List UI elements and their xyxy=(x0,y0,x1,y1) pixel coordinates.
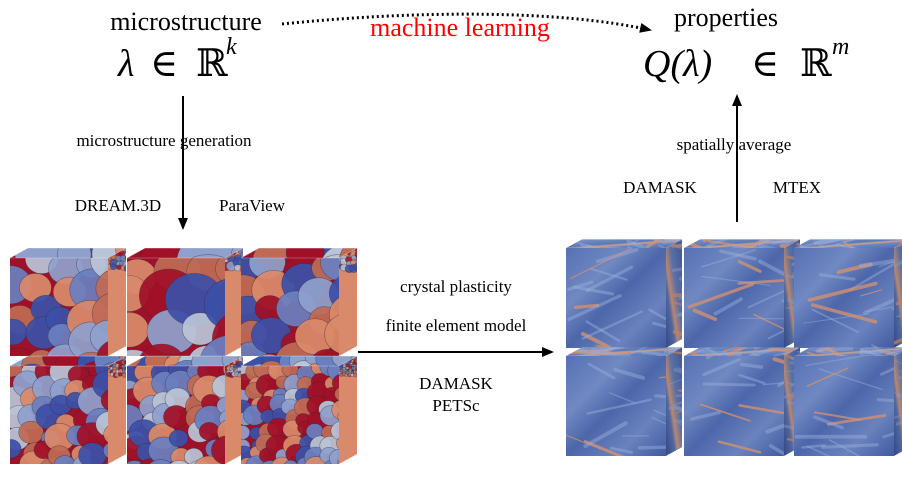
grain-cube-2-1-front-face xyxy=(0,354,127,472)
damask-mid-label: DAMASK xyxy=(419,374,493,393)
microstructure-formula: λ ∈ ℝ k xyxy=(117,34,237,85)
svg-text:ℝ: ℝ xyxy=(196,43,228,85)
grain-cube-2-1-side-face xyxy=(106,354,131,464)
mtex-label: MTEX xyxy=(773,178,821,197)
svg-text:m: m xyxy=(832,34,849,60)
grain-cube-2-3-front-face xyxy=(232,357,355,472)
field-cube-2-3 xyxy=(794,327,902,472)
damask-top-label: DAMASK xyxy=(623,178,697,197)
stress-field-cubes xyxy=(566,211,902,472)
svg-text:Q(λ): Q(λ) xyxy=(643,43,712,85)
properties-title: properties xyxy=(674,3,778,32)
grain-cube-2-1 xyxy=(0,342,149,472)
field-cube-1-1-front-face xyxy=(566,244,680,353)
svg-text:∈: ∈ xyxy=(751,43,779,85)
average-label: spatially average xyxy=(677,135,792,154)
grain-structure-cubes xyxy=(0,224,395,472)
grain-cube-2-3 xyxy=(229,346,377,472)
generation-label: microstructure generation xyxy=(76,131,252,150)
grain-cube-2-3-side-face xyxy=(337,355,359,464)
field-cube-2-3-front-face xyxy=(794,353,902,471)
machine-learning-label: machine learning xyxy=(370,13,550,42)
microstructure-title: microstructure xyxy=(110,7,262,36)
field-cube-2-3-side-face xyxy=(894,347,902,456)
dream3d-label: DREAM.3D xyxy=(75,196,161,215)
finite-element-label: finite element model xyxy=(386,316,527,335)
field-cube-1-3 xyxy=(794,217,902,366)
paraview-label: ParaView xyxy=(219,196,286,215)
svg-text:ℝ: ℝ xyxy=(800,43,832,85)
crystal-plasticity-label: crystal plasticity xyxy=(400,277,512,296)
svg-text:λ: λ xyxy=(117,43,134,85)
petsc-label: PETSc xyxy=(432,396,480,415)
svg-text:∈: ∈ xyxy=(150,43,178,85)
svg-text:k: k xyxy=(226,34,237,60)
field-cube-1-3-front-face xyxy=(794,244,902,364)
properties-formula: Q(λ) ∈ ℝ m xyxy=(643,34,849,85)
grain-cube-1-3-side-face xyxy=(337,245,362,356)
